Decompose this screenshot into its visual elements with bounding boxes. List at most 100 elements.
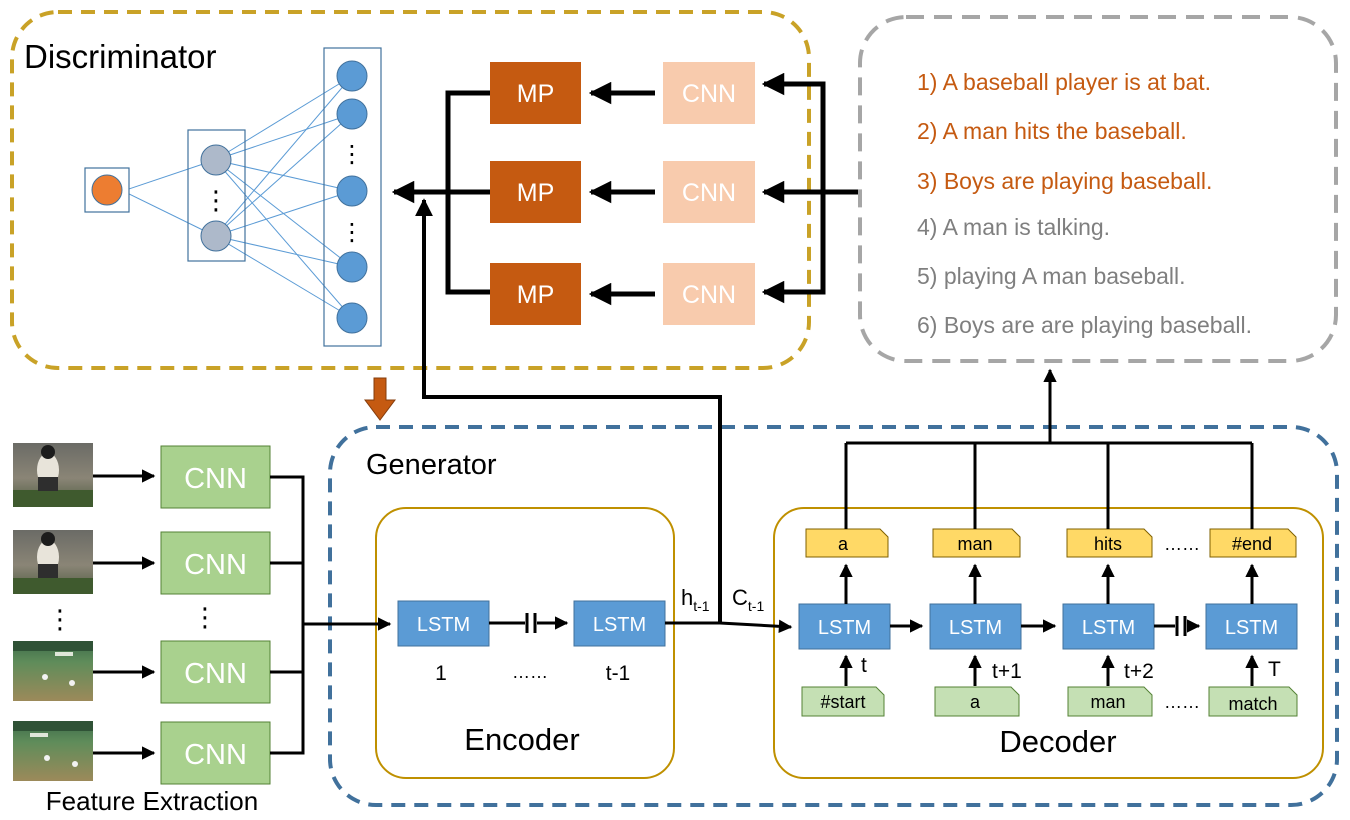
discriminator-panel: Discriminator ⋮ ⋮ ⋮ MP [10, 10, 811, 370]
generator-panel: Generator Encoder LSTM LSTM 1 …… t-1 Dec… [328, 425, 1339, 807]
frames-dots: ⋮ [47, 604, 73, 634]
cnn-dots: ⋮ [192, 602, 218, 632]
video-frame-thumbnail [13, 530, 93, 594]
discriminator-title: Discriminator [24, 38, 217, 75]
feature-arrows [93, 469, 392, 760]
svg-text:ht-1: ht-1 [681, 585, 710, 614]
output-word-tag: #end [1209, 528, 1297, 558]
feature-node [336, 302, 368, 334]
svg-text:CNN: CNN [682, 80, 736, 108]
svg-text:MP: MP [517, 281, 555, 309]
feature-node [336, 60, 368, 92]
feature-layer-box [323, 47, 382, 347]
svg-text:CNN: CNN [184, 739, 247, 771]
svg-text:LSTM: LSTM [593, 614, 646, 636]
feature-cnn: CNN [160, 531, 271, 595]
feature-dots: ⋮ [340, 141, 364, 168]
encoder-lstm: LSTM [397, 600, 490, 647]
svg-text:LSTM: LSTM [1225, 617, 1278, 639]
feature-cnn: CNN [160, 445, 271, 509]
hidden-node [200, 220, 232, 252]
svg-text:man: man [1090, 692, 1125, 712]
feature-extraction-title: Feature Extraction [46, 786, 258, 815]
hidden-node [200, 144, 232, 176]
feature-extraction: ⋮ CNN CNN ⋮ CNN [13, 443, 271, 816]
svg-text:MP: MP [517, 80, 555, 108]
svg-text:MP: MP [517, 179, 555, 207]
cell-state-label: Ct-1 [732, 585, 764, 614]
svg-text:hits: hits [1094, 534, 1122, 554]
sentence-6: 6) Boys are are playing baseball. [917, 312, 1252, 338]
feature-cnn: CNN [160, 721, 271, 785]
decoder-lstm: LSTM [1205, 603, 1298, 650]
generator-border [328, 425, 1339, 807]
feature-cnn: CNN [160, 640, 271, 704]
encoder-lstm: LSTM [573, 600, 666, 647]
decoder-step: t [861, 654, 867, 677]
generator-title: Generator [366, 449, 497, 481]
svg-text:LSTM: LSTM [1082, 617, 1135, 639]
discriminator-arrows [391, 72, 860, 306]
sentence-2: 2) A man hits the baseball. [917, 118, 1187, 144]
input-word-tag: a [934, 686, 1020, 717]
encoder-step: 1 [435, 662, 447, 685]
hidden-dots: ⋮ [203, 185, 229, 215]
svg-text:CNN: CNN [184, 658, 247, 690]
feature-node [336, 251, 368, 283]
mp-block: MP [490, 161, 581, 223]
encoder-ellipsis: …… [512, 662, 548, 682]
video-frame-thumbnail [13, 443, 93, 507]
sentence-5: 5) playing A man baseball. [917, 263, 1186, 289]
svg-text:CNN: CNN [184, 549, 247, 581]
sentence-1: 1) A baseball player is at bat. [917, 69, 1211, 95]
decoder-step: t+1 [992, 660, 1022, 683]
svg-text:match: match [1228, 694, 1277, 714]
sentence-3: 3) Boys are playing baseball. [917, 168, 1212, 194]
decoder-title: Decoder [999, 724, 1116, 759]
output-word-tag: hits [1066, 528, 1153, 558]
svg-text:a: a [838, 534, 849, 554]
generator-arrows [415, 198, 1259, 686]
svg-text:Ct-1: Ct-1 [732, 585, 764, 614]
svg-text:#start: #start [820, 692, 865, 712]
video-frame-thumbnail [13, 721, 93, 781]
hidden-layer-box [187, 129, 246, 262]
svg-text:LSTM: LSTM [417, 614, 470, 636]
feature-dots: ⋮ [340, 219, 364, 246]
feature-node [336, 175, 368, 207]
svg-text:CNN: CNN [184, 463, 247, 495]
decoder-lstm: LSTM [1062, 603, 1155, 650]
input-word-tag: man [1067, 686, 1153, 717]
cnn-block: CNN [663, 263, 755, 325]
sentences-panel: 1) A baseball player is at bat. 2) A man… [858, 15, 1338, 363]
sentence-4: 4) A man is talking. [917, 214, 1110, 240]
decoder-step: T [1268, 658, 1281, 681]
output-word-tag: a [805, 528, 889, 558]
encoder-title: Encoder [464, 722, 579, 757]
svg-text:a: a [970, 692, 981, 712]
video-frame-thumbnail [13, 641, 93, 701]
input-ellipsis: …… [1164, 692, 1200, 712]
decoder-step: t+2 [1124, 660, 1154, 683]
input-word-tag: match [1208, 686, 1298, 717]
cnn-block: CNN [663, 62, 755, 124]
update-arrow [364, 377, 396, 421]
output-word-tag: man [932, 528, 1021, 558]
feature-node [336, 98, 368, 130]
decoder-lstm: LSTM [929, 603, 1022, 650]
hidden-state-label: ht-1 [681, 585, 710, 614]
network-connections [122, 75, 353, 319]
svg-text:CNN: CNN [682, 179, 736, 207]
svg-text:man: man [957, 534, 992, 554]
svg-text:CNN: CNN [682, 281, 736, 309]
output-ellipsis: …… [1164, 534, 1200, 554]
encoder-step: t-1 [606, 662, 631, 685]
cnn-block: CNN [663, 161, 755, 223]
decoder-box [773, 507, 1324, 779]
encoder-box [375, 507, 675, 779]
svg-text:LSTM: LSTM [818, 617, 871, 639]
input-word-tag: #start [801, 686, 885, 717]
output-node [91, 174, 123, 206]
